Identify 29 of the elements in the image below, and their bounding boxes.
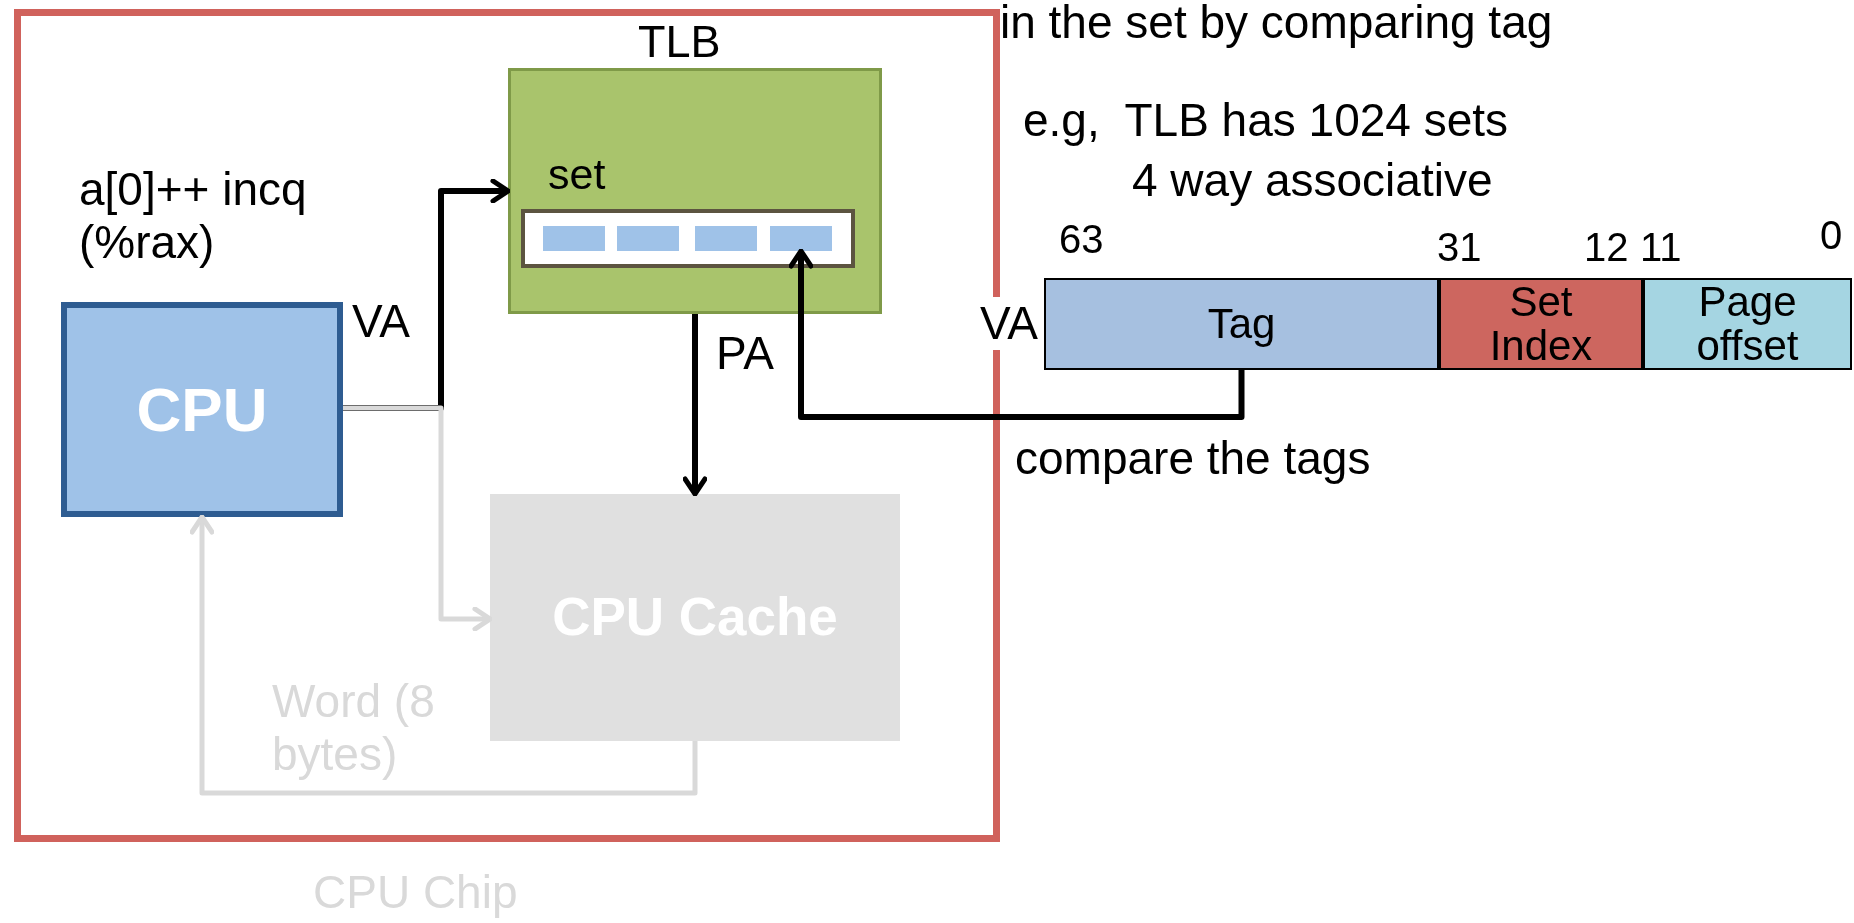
bit-number: 31	[1437, 224, 1482, 270]
bit-number: 11	[1640, 224, 1682, 270]
bit-number: 12	[1584, 224, 1629, 270]
note-text: 4 way associative	[1132, 154, 1493, 207]
tlb-entry	[543, 226, 605, 251]
note-text: in the set by comparing tag	[1000, 0, 1553, 49]
arrow	[343, 405, 493, 632]
tlb-entry	[695, 226, 757, 251]
set-label: set	[548, 150, 606, 200]
tlb-label: TLB	[638, 16, 721, 68]
arrow	[788, 248, 1245, 420]
tlb-entry	[770, 226, 832, 251]
arrow	[343, 178, 511, 411]
tlb-entry	[617, 226, 679, 251]
page-offset-field	[1643, 278, 1852, 370]
cpu-label: CPU	[135, 373, 269, 446]
arrow	[682, 314, 708, 497]
note-text: e.g, TLB has 1024 sets	[1023, 94, 1509, 147]
address-label: VA	[980, 297, 1038, 350]
field-label: Page offset	[1695, 279, 1800, 369]
set-index-field	[1439, 278, 1643, 370]
code-text: a[0]++ incq (%rax)	[79, 163, 308, 269]
arrow	[189, 514, 698, 796]
cpu-box	[61, 302, 343, 517]
field-label: Tag	[1206, 299, 1277, 349]
bit-number: 63	[1059, 216, 1104, 262]
bit-number: 0	[1820, 212, 1843, 258]
cache-box	[490, 494, 900, 741]
field-label: Set Index	[1488, 279, 1594, 369]
